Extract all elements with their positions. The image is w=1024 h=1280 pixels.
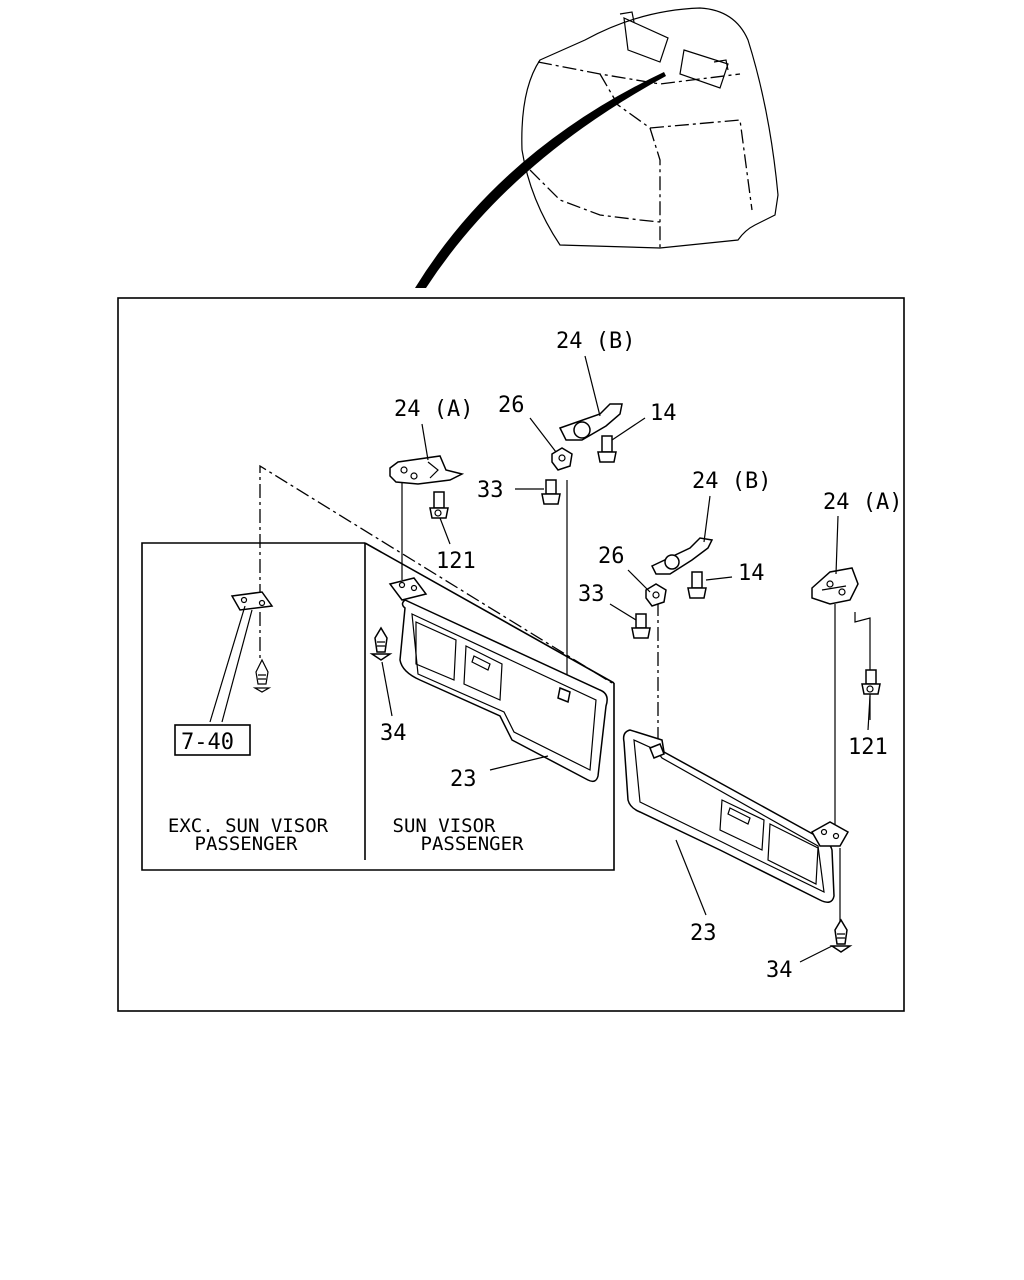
variant-inset-box [141, 542, 615, 871]
bracket-24b-top [558, 403, 623, 441]
reference-box-label: 7-40 [181, 730, 234, 755]
callout-24b-mid: 24 (B) [692, 469, 771, 494]
bracket-24a-right [811, 567, 859, 605]
bolt-14-top [597, 435, 617, 463]
callout-14-mid: 14 [738, 561, 765, 586]
callout-121-left: 121 [436, 549, 476, 574]
main-frame [117, 297, 905, 1012]
reference-box[interactable] [174, 724, 251, 756]
callout-26-top: 26 [498, 393, 525, 418]
callout-121-right: 121 [848, 735, 888, 760]
sun-visor-left [388, 577, 608, 783]
bracket-24a-left [389, 455, 465, 485]
callout-33-mid: 33 [578, 582, 605, 607]
sun-visor-line1: SUN VISOR [393, 815, 497, 837]
callout-14-top: 14 [650, 401, 677, 426]
callout-labels: 24 (B) 24 (A) 26 14 33 121 24 (B) 24 (A)… [181, 329, 902, 983]
callout-23-right: 23 [690, 921, 717, 946]
bolt-121-right [861, 669, 881, 695]
screw-33-mid [631, 613, 651, 639]
bracket-24b-mid [650, 537, 714, 575]
screw-33-top [541, 479, 561, 505]
callout-26-mid: 26 [598, 544, 625, 569]
cab-overview [415, 7, 779, 288]
callout-33-top: 33 [477, 478, 504, 503]
callout-34-left: 34 [380, 721, 407, 746]
callout-leaders [381, 355, 871, 963]
inset-bracket [209, 591, 274, 723]
exc-sun-visor-line2: PASSENGER [195, 833, 299, 855]
callout-24b-top: 24 (B) [556, 329, 635, 354]
callout-24a-left: 24 (A) [394, 397, 473, 422]
callout-34-right: 34 [766, 958, 793, 983]
bolt-121-left [429, 491, 449, 519]
clip-26-mid [645, 583, 667, 607]
sun-visor-right [622, 729, 850, 903]
variant-notes: EXC. SUN VISOR PASSENGER SUN VISOR PASSE… [168, 815, 524, 855]
exc-sun-visor-line1: EXC. SUN VISOR [168, 815, 329, 837]
clip-26-top [551, 447, 573, 471]
screw-34-right [829, 918, 853, 953]
bolt-14-mid [687, 571, 707, 599]
sun-visor-line2: PASSENGER [421, 833, 525, 855]
screw-34-left [369, 626, 393, 661]
callout-23-left: 23 [450, 767, 477, 792]
callout-24a-right: 24 (A) [823, 490, 902, 515]
